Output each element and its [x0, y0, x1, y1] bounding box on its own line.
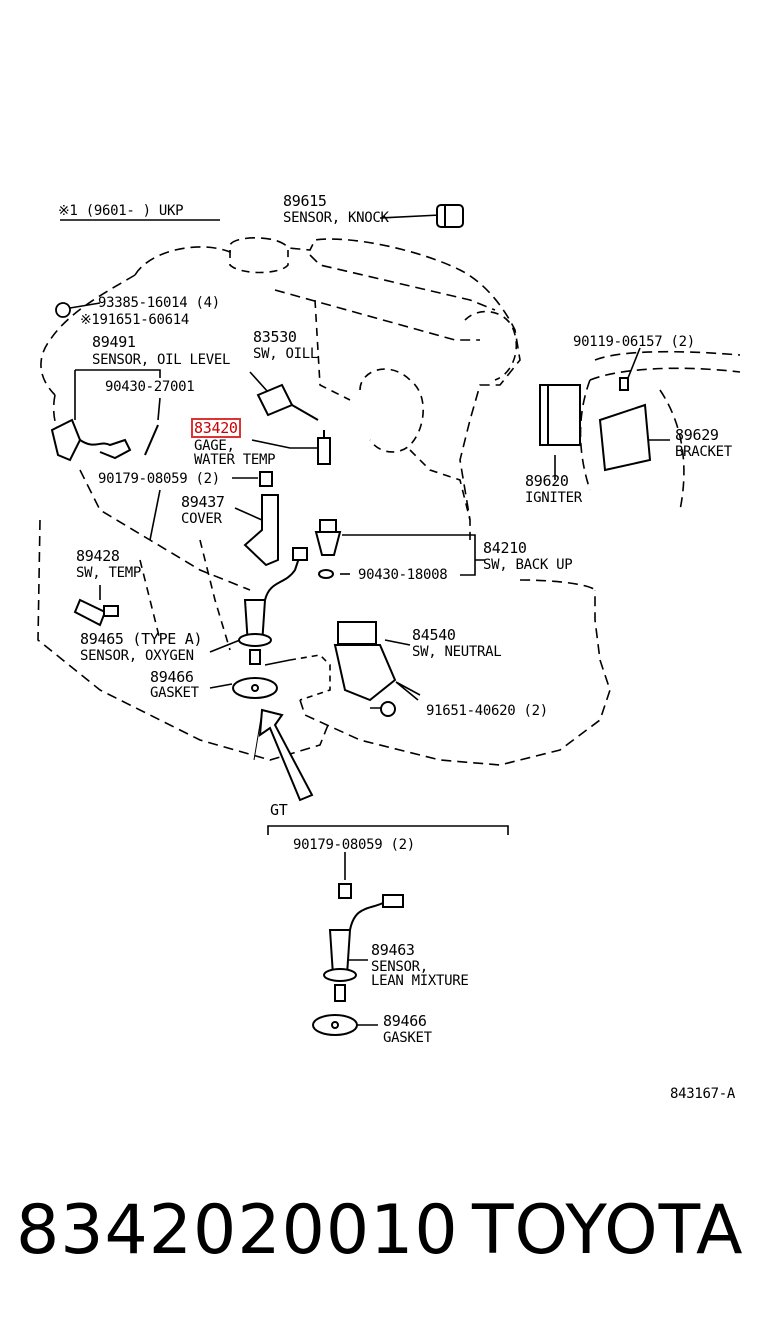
- part-89629-number[interactable]: 89629: [675, 426, 719, 444]
- oil-level-sensor-drawing: [50, 418, 132, 462]
- part-83420-name-line1: GAGE,: [194, 438, 235, 454]
- bolt-93385-drawing: [55, 302, 71, 318]
- temp-switch-drawing: [73, 598, 119, 627]
- part-89465-number[interactable]: 89465 (TYPE A): [80, 630, 203, 648]
- part-84210-name: SW, BACK UP: [483, 557, 573, 573]
- part-84210-number[interactable]: 84210: [483, 539, 527, 557]
- part-89465-name: SENSOR, OXYGEN: [80, 648, 194, 664]
- part-89620-number[interactable]: 89620: [525, 472, 569, 490]
- part-89615-number[interactable]: 89615: [283, 192, 327, 210]
- lean-sensor-drawing: [323, 883, 404, 1002]
- bracket-89629-drawing: [598, 377, 652, 472]
- engine-outline: [134, 237, 521, 540]
- part-93385-number[interactable]: 93385-16014 (4): [98, 295, 220, 311]
- nut-90179-drawing: [259, 471, 273, 487]
- pin-90430-drawing: [144, 424, 159, 456]
- part-90179b-number[interactable]: 90179-08059 (2): [293, 837, 415, 853]
- part-83530-name: SW, OILL: [253, 346, 319, 362]
- part-89466a-number[interactable]: 89466: [150, 668, 194, 686]
- gasket-89466-drawing: [232, 677, 278, 699]
- part-91651a-number[interactable]: ※191651-60614: [80, 312, 189, 328]
- oxygen-sensor-drawing: [238, 547, 308, 665]
- gasket-89466-gt-drawing: [312, 1014, 358, 1036]
- part-90119-number[interactable]: 90119-06157 (2): [573, 334, 695, 350]
- part-89466b-name: GASKET: [383, 1030, 432, 1046]
- part-83530-number[interactable]: 83530: [253, 328, 297, 346]
- part-89463-name-line1: SENSOR,: [371, 959, 428, 975]
- part-89466a-name: GASKET: [150, 685, 199, 701]
- diagram-code: 843167-A: [670, 1086, 736, 1102]
- part-89466b-number[interactable]: 89466: [383, 1012, 427, 1030]
- part-90179a-number[interactable]: 90179-08059 (2): [98, 471, 220, 487]
- gt-label: GT: [270, 801, 288, 819]
- knock-sensor-drawing: [436, 204, 464, 228]
- part-91651b-number[interactable]: 91651-40620 (2): [426, 703, 548, 719]
- part-89428-number[interactable]: 89428: [76, 547, 120, 565]
- part-89437-number[interactable]: 89437: [181, 493, 225, 511]
- part-89620-name: IGNITER: [525, 490, 582, 506]
- part-83420-number[interactable]: 83420: [191, 418, 241, 438]
- oil-switch-drawing: [256, 383, 319, 421]
- part-83420-name-line2: WATER TEMP: [194, 452, 276, 468]
- part-89463-number[interactable]: 89463: [371, 941, 415, 959]
- cover-89437-drawing: [243, 494, 279, 567]
- part-90430b-number[interactable]: 90430-18008: [358, 567, 448, 583]
- backup-switch-drawing: [314, 519, 342, 579]
- part-84540-number[interactable]: 84540: [412, 626, 456, 644]
- part-89491-name: SENSOR, OIL LEVEL: [92, 352, 231, 368]
- part-89463-name-line2: LEAN MIXTURE: [371, 973, 469, 989]
- part-90430a-number[interactable]: 90430-27001: [105, 379, 195, 395]
- water-temp-gage-drawing: [317, 430, 331, 465]
- neutral-switch-drawing: [333, 621, 397, 717]
- part-89615-name: SENSOR, KNOCK: [283, 210, 389, 226]
- part-89629-name: BRACKET: [675, 444, 732, 460]
- part-89428-name: SW, TEMP: [76, 565, 142, 581]
- igniter-drawing: [539, 384, 581, 446]
- footer-brand: TOYOTA: [472, 1191, 744, 1270]
- footer-part-number: 8342020010: [16, 1191, 459, 1270]
- part-89491-number[interactable]: 89491: [92, 333, 136, 351]
- part-84540-name: SW, NEUTRAL: [412, 644, 502, 660]
- header-note: ※1 (9601- ) UKP: [58, 203, 184, 219]
- part-89437-name: COVER: [181, 511, 222, 527]
